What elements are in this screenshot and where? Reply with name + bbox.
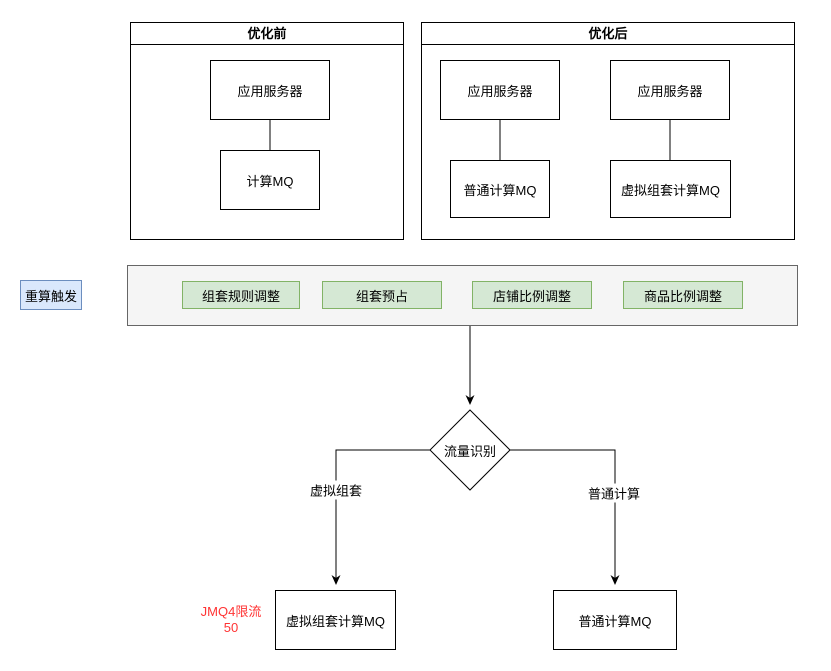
node-sink-virtual-compute-mq: 虚拟组套计算MQ xyxy=(275,590,396,650)
annotation-jmq4-line2: 50 xyxy=(223,620,239,635)
decision-traffic-identify-label: 流量识别 xyxy=(443,443,496,459)
annotation-jmq4-line1: JMQ4限流 xyxy=(200,604,262,619)
edge-label-virtual-group: 虚拟组套 xyxy=(307,480,365,500)
node-before-compute-mq: 计算MQ xyxy=(220,150,320,210)
chip-shop-ratio-adjustment: 店铺比例调整 xyxy=(472,281,592,309)
group-after-title: 优化后 xyxy=(422,23,794,45)
edge-label-normal-compute: 普通计算 xyxy=(585,483,643,503)
decision-diamond-shape xyxy=(429,409,511,491)
chip-group-preoccupy: 组套预占 xyxy=(322,281,442,309)
chip-product-ratio-adjustment: 商品比例调整 xyxy=(623,281,743,309)
edge-decision-to-virtual-mq xyxy=(331,449,430,585)
node-after-app-server-right: 应用服务器 xyxy=(610,60,730,120)
node-before-app-server: 应用服务器 xyxy=(210,60,330,120)
node-after-app-server-left: 应用服务器 xyxy=(440,60,560,120)
node-after-virtual-compute-mq: 虚拟组套计算MQ xyxy=(610,160,731,218)
node-after-normal-compute-mq: 普通计算MQ xyxy=(450,160,550,218)
node-sink-normal-compute-mq: 普通计算MQ xyxy=(553,590,677,650)
group-before-title: 优化前 xyxy=(131,23,403,45)
node-recalc-trigger: 重算触发 xyxy=(20,280,82,310)
annotation-jmq4-rate-limit: JMQ4限流 50 xyxy=(201,604,262,636)
chip-group-rule-adjustment: 组套规则调整 xyxy=(182,281,300,309)
edge-decision-to-normal-mq xyxy=(510,449,620,585)
group-after-optimization: 优化后 xyxy=(421,22,795,240)
